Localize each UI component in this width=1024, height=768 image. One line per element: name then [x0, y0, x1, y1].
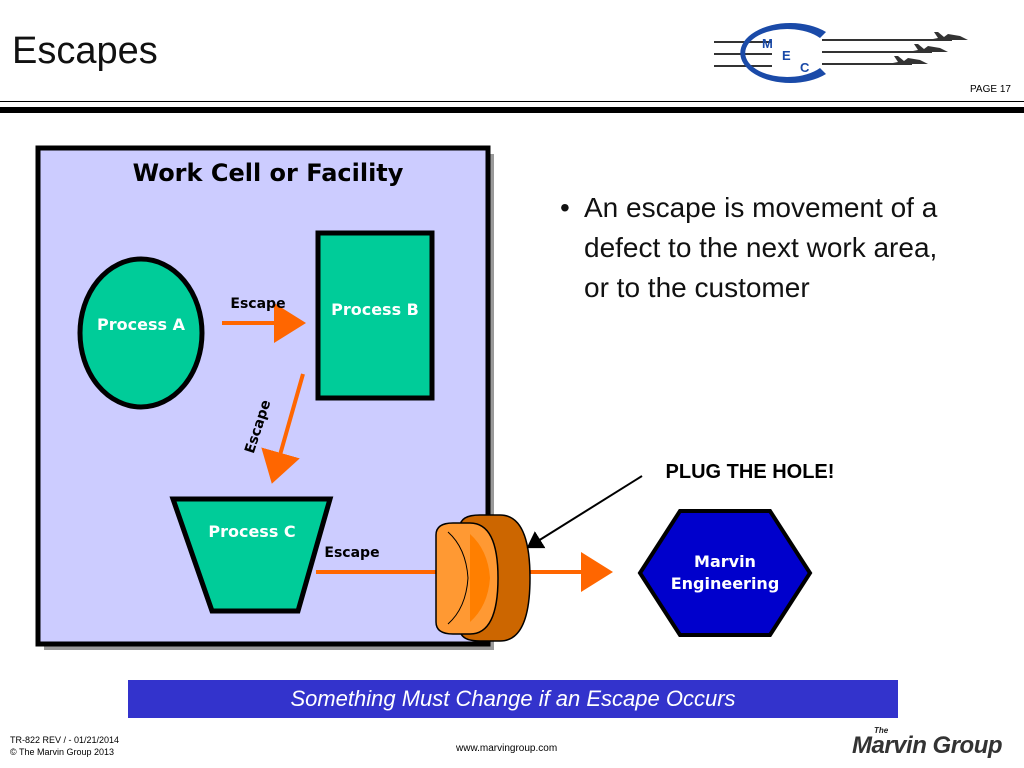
escape-arrow-bc — [261, 373, 305, 484]
process-a-shape — [77, 256, 205, 410]
facility-title: Work Cell or Facility — [133, 159, 404, 187]
marvin-engineering-hexagon — [637, 509, 813, 637]
process-c-shape — [169, 496, 334, 614]
plug-label: PLUG THE HOLE! — [666, 461, 835, 483]
plug-pointer-arrow — [526, 475, 643, 549]
header-rule-thick — [0, 107, 1024, 113]
logo-letter-c: C — [800, 60, 810, 75]
footer-revision: TR-822 REV / - 01/21/2014 — [10, 735, 120, 745]
process-b-shape — [315, 230, 435, 401]
header-rule-thin — [0, 101, 1024, 102]
bullet-point: • An escape is movement of a defect to t… — [560, 188, 960, 308]
footer-info: TR-822 REV / - 01/21/2014 © The Marvin G… — [10, 734, 119, 758]
logo-jets — [888, 32, 968, 64]
marvin-engineering-line1: Marvin — [694, 552, 756, 571]
process-a-label: Process A — [97, 315, 186, 334]
page-number: PAGE 17 — [970, 84, 1011, 95]
footer-copyright: © The Marvin Group 2013 — [10, 747, 115, 757]
mec-logo: M E C — [714, 23, 968, 84]
marvin-logo-the: The — [874, 726, 889, 735]
plug-icon — [435, 514, 531, 642]
process-b-label: Process B — [331, 300, 419, 319]
logo-letter-m: M — [762, 36, 773, 51]
process-c-label: Process C — [208, 522, 295, 541]
takeaway-text: Something Must Change if an Escape Occur… — [290, 686, 736, 711]
escape-label-out: Escape — [324, 545, 379, 561]
escape-label-ab: Escape — [230, 296, 285, 312]
takeaway-banner: Something Must Change if an Escape Occur… — [128, 680, 898, 718]
logo-c-ring — [740, 23, 826, 84]
marvin-logo-name: Marvin Group — [852, 732, 1003, 759]
bullet-text: An escape is movement of a defect to the… — [584, 192, 938, 303]
slide-title: Escapes — [12, 30, 158, 72]
logo-letter-e: E — [782, 48, 791, 63]
marvin-engineering-line2: Engineering — [671, 574, 780, 593]
footer-url: www.marvingroup.com — [456, 743, 558, 754]
bullet-symbol: • — [560, 192, 570, 223]
